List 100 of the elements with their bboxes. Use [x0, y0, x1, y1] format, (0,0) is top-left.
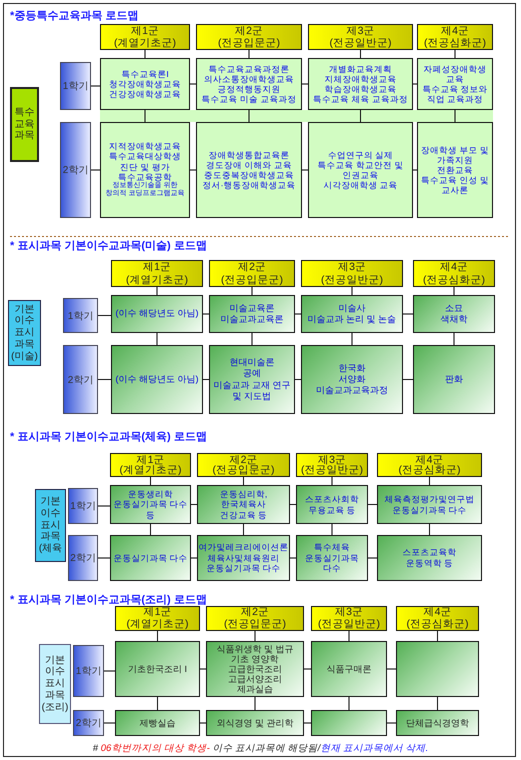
group-header-box — [396, 606, 479, 631]
course-box — [308, 122, 413, 218]
course-name: 특수교육대상학생 진단 및 평가 — [108, 151, 182, 172]
course-name: 운동실기과목 다수 — [304, 552, 360, 574]
connector-line — [243, 524, 244, 536]
group-number: 제3군 — [338, 261, 366, 274]
course-name: 지체장애학생교육 — [324, 74, 396, 84]
group-number: 제2군 — [238, 261, 266, 274]
course-box — [311, 710, 387, 736]
group-header-box — [206, 606, 304, 631]
connector-line — [386, 722, 396, 724]
course-box — [209, 295, 295, 333]
course-name: 스포츠교육학 — [402, 547, 456, 558]
course-name: 수업연구의 실제 — [328, 150, 394, 160]
group-header-box — [111, 260, 203, 287]
course-name: 미술교과교육론 — [220, 314, 284, 326]
course-name: 중도중복장애학생교육 — [204, 170, 294, 180]
subject-label: 특수 교육 과목 — [14, 106, 36, 142]
course-name: 청각장애학생교육 — [109, 78, 181, 90]
course-name: 지적장애학생교육 — [109, 141, 181, 152]
semester-box — [73, 710, 104, 736]
subject-label-box — [35, 489, 66, 562]
course-name: 운동역학 등 — [406, 558, 454, 569]
course-name: 장애학생 부모 및 가족지원 — [420, 144, 490, 165]
course-name: 자폐성장애학생 교육 — [422, 64, 488, 84]
connector-line — [437, 696, 438, 710]
course-name: 체육측정평가및연구법 — [384, 494, 474, 504]
connector-line — [348, 630, 350, 642]
group-header-box — [100, 24, 190, 50]
group-number: 제3군 — [318, 454, 346, 465]
course-box — [413, 345, 495, 414]
semester-box — [60, 122, 91, 218]
course-name: 단체급식경영학 — [406, 718, 469, 728]
course-name: 소묘 — [445, 302, 463, 314]
course-name: 미술교과 교재 연구 및 지도법 — [212, 380, 292, 402]
group-number: 제1군 — [136, 454, 164, 465]
connector-line — [294, 379, 302, 380]
semester-label: 1학기 — [76, 665, 102, 678]
course-name: 색채학 — [440, 314, 468, 326]
group-header-box — [417, 24, 493, 50]
course-box — [296, 485, 368, 524]
course-name: 제과실습 — [237, 684, 273, 694]
group-number: 제1군 — [131, 24, 159, 37]
semester-label: 2학기 — [76, 717, 102, 730]
course-box — [396, 641, 479, 697]
course-box — [206, 710, 304, 736]
connector-line — [98, 315, 112, 316]
course-name: 정서·행동장애학생교육 — [202, 180, 296, 190]
connector-line — [348, 696, 350, 710]
group-number: 제2군 — [230, 454, 258, 465]
course-name: 의사소통장애학생교육 — [204, 74, 294, 84]
group-number: 제3군 — [346, 24, 374, 37]
group-name: (전공일반군) — [330, 37, 392, 50]
course-name: 미술교과 논리 및 논술 — [308, 314, 396, 326]
group-name: (전공입문군) — [221, 274, 283, 286]
connector-line — [200, 668, 206, 670]
course-box — [100, 122, 190, 218]
group-header-box — [413, 260, 495, 287]
subject-label-box — [10, 87, 39, 162]
course-name: 운동실기과목 다수 등 — [113, 499, 188, 520]
course-box — [115, 710, 200, 736]
course-name: 특수교육공학 — [118, 172, 172, 182]
group-number: 제1군 — [143, 261, 171, 274]
course-name: 식품구매론 — [326, 664, 372, 674]
group-name: (계열기초군) — [126, 274, 188, 286]
connector-line — [454, 110, 456, 122]
course-name: 고급한국조리 — [228, 664, 282, 674]
connector-line — [437, 630, 438, 642]
group-number: 제2군 — [241, 606, 269, 618]
course-box — [396, 710, 479, 736]
course-box — [308, 58, 413, 110]
section-title: * 표시과목 기본이수교과목(체육) 로드맵 — [10, 430, 207, 444]
course-box — [100, 58, 190, 110]
group-number: 제3군 — [335, 606, 363, 618]
subject-label: 기본 이수 표시 과목 (미술) — [10, 304, 39, 362]
group-number: 제4군 — [424, 606, 452, 618]
course-name: 미술교육론 — [230, 302, 274, 314]
group-name: (계열기초군) — [114, 37, 176, 50]
semester-label: 2학기 — [62, 164, 88, 177]
course-box — [301, 295, 403, 333]
group-header-box — [296, 453, 368, 477]
connector-line — [150, 524, 151, 536]
course-name: 특수교육 미술 교육과정 — [202, 94, 296, 104]
connector-line — [360, 50, 361, 58]
course-name: 긍정적행동지원 — [218, 84, 280, 94]
connector-line — [402, 379, 414, 380]
course-name: 특수교육론I — [121, 68, 169, 79]
course-box — [196, 122, 302, 218]
course-box — [197, 535, 290, 581]
course-name: 경도장애 이해와 교육 — [206, 160, 292, 170]
group-header-box — [308, 24, 413, 50]
group-number: 제1군 — [144, 606, 172, 618]
group-number: 제4군 — [441, 24, 469, 37]
footnote: # 06학번까지의 대상 학생- 이수 표시과목에 해당됨/현재 표시과목에서 삭제. — [92, 743, 428, 754]
group-header-box — [301, 260, 403, 287]
course-name: 운동심리학, — [220, 488, 268, 500]
course-box — [209, 345, 295, 414]
connector-line — [157, 696, 158, 710]
subject-label: 기본 이수 표시 과목 (체육 — [38, 496, 64, 555]
connector-line — [156, 332, 158, 346]
